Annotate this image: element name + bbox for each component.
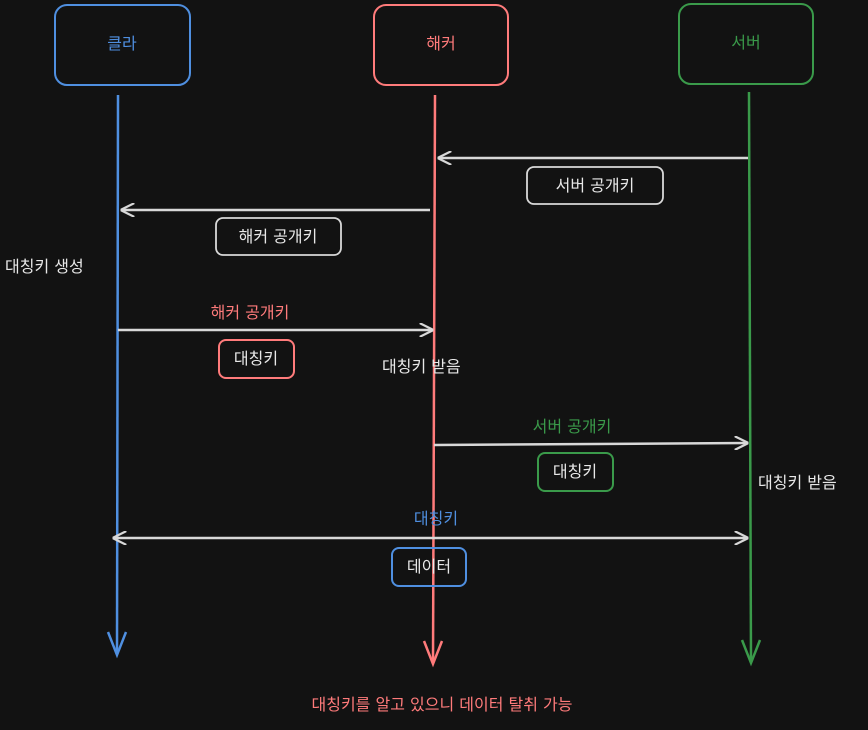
arrow-hacker-to-server: [433, 443, 747, 445]
hacker-pubkey-box: 해커 공개키: [215, 217, 342, 256]
data-box-text: 데이터: [407, 557, 451, 576]
lifeline-server: [740, 91, 762, 667]
server-pubkey-label: 서버 공개키: [533, 417, 612, 436]
actor-server: 서버: [678, 3, 814, 85]
symkey-box-green: 대칭키: [537, 452, 614, 492]
server-pubkey-box-text: 서버 공개키: [556, 176, 635, 195]
hacker-pubkey-label: 해커 공개키: [211, 303, 290, 322]
server-note: 대칭키 받음: [758, 473, 837, 492]
actor-hacker-label: 해커: [426, 34, 455, 53]
actor-client: 클라: [54, 4, 191, 86]
symkey-box-red: 대칭키: [218, 339, 295, 379]
actor-hacker: 해커: [373, 4, 509, 86]
lifeline-client: [106, 94, 128, 659]
symkey-box-green-text: 대칭키: [553, 462, 597, 481]
lifeline-hacker: [422, 94, 444, 668]
server-pubkey-box: 서버 공개키: [526, 166, 664, 205]
footer-note: 대칭키를 알고 있으니 데이터 탈취 가능: [312, 695, 573, 714]
client-note: 대칭키 생성: [5, 257, 84, 276]
hacker-note: 대칭키 받음: [382, 357, 461, 376]
hacker-pubkey-box-text: 해커 공개키: [239, 227, 318, 246]
actor-server-label: 서버: [731, 33, 760, 52]
actor-client-label: 클라: [107, 34, 137, 53]
symkey-box-red-text: 대칭키: [234, 349, 278, 368]
symkey-label-blue: 대칭키: [414, 509, 458, 528]
data-box: 데이터: [391, 547, 467, 587]
